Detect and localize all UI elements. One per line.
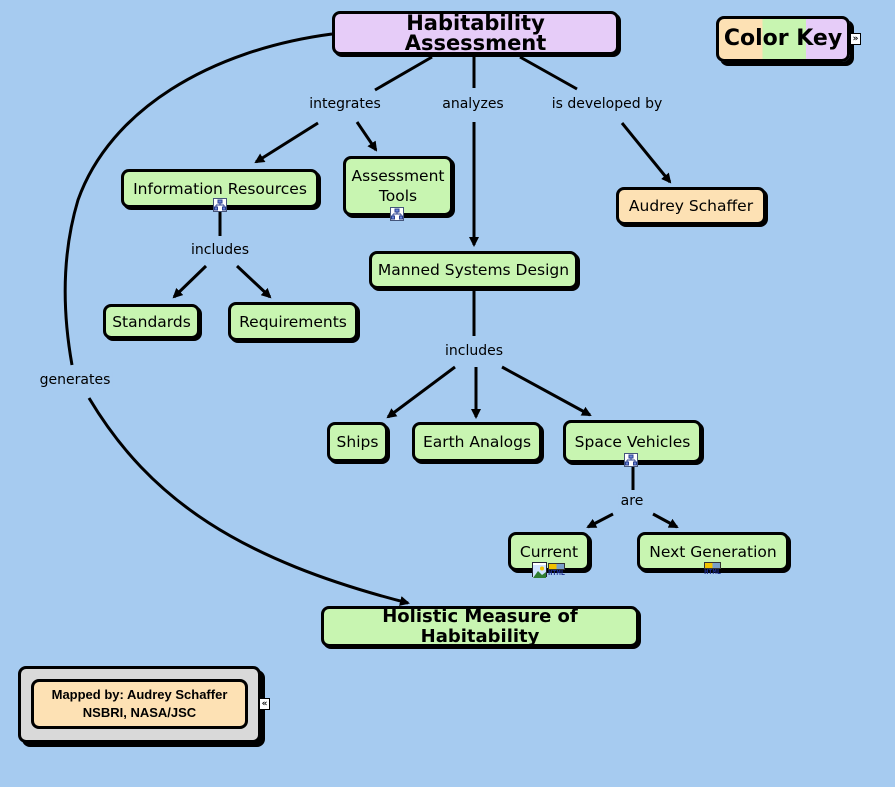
concept-habitability-assessment[interactable]: Habitability Assessment (332, 11, 619, 55)
concept-audrey-schaffer[interactable]: Audrey Schaffer (616, 187, 766, 225)
concept-label: Audrey Schaffer (628, 197, 754, 215)
concept-label: Standards (112, 312, 191, 331)
concept-manned-systems-design[interactable]: Manned Systems Design (369, 251, 578, 289)
submap-resource-icon[interactable] (624, 453, 638, 467)
line-includes-space (501, 365, 592, 417)
line-includes-standards (172, 264, 208, 299)
credit-box: Mapped by: Audrey Schaffer NSBRI, NASA/J… (31, 679, 248, 729)
submap-resource-icon[interactable] (390, 207, 404, 221)
concept-label: Next Generation (649, 542, 777, 561)
concept-label: Ships (336, 433, 379, 451)
concept-earth-analogs[interactable]: Earth Analogs (412, 422, 542, 462)
concept-label: Habitability Assessment (404, 11, 547, 55)
concept-label: Manned Systems Design (377, 261, 570, 279)
line-includes-requirements (235, 264, 272, 299)
concept-label: Requirements (239, 312, 347, 331)
concept-standards[interactable]: Standards (103, 304, 200, 339)
line-are-current (586, 512, 614, 529)
image-resource-icon[interactable] (532, 562, 547, 578)
html-resource-icon[interactable]: HTML (704, 562, 721, 577)
line-integrates-tools (355, 121, 378, 152)
concept-label: Assessment Tools (351, 167, 445, 205)
line-ha-generates (63, 32, 333, 366)
submap-resource-icon[interactable] (213, 198, 227, 212)
line-ha-developed (519, 55, 578, 91)
link-label-integrates[interactable]: integrates (307, 96, 383, 112)
concept-label: Space Vehicles (574, 432, 691, 451)
link-label-generates[interactable]: generates (37, 372, 113, 388)
concept-assessment-tools[interactable]: Assessment Tools (343, 156, 453, 216)
concept-label: Current (519, 542, 579, 561)
link-label-includes[interactable]: includes (442, 343, 506, 359)
collapse-credit-icon[interactable]: « (259, 698, 270, 710)
link-label-analyzes[interactable]: analyzes (440, 96, 506, 112)
concept-label: Earth Analogs (422, 433, 532, 451)
color-key-label: Color Key (723, 26, 843, 51)
line-integrates-info (254, 121, 319, 164)
line-are-next (652, 512, 679, 529)
link-label-are[interactable]: are (618, 493, 646, 509)
line-ha-integrates (374, 55, 433, 92)
color-key-legend[interactable]: Color Key (716, 16, 850, 62)
line-generates-holistic (87, 397, 410, 606)
concept-ships[interactable]: Ships (327, 422, 388, 462)
concept-requirements[interactable]: Requirements (228, 302, 358, 341)
link-label-includes[interactable]: includes (188, 242, 252, 258)
line-includes-ships (386, 365, 456, 419)
concept-label: Holistic Measure of Habitability (382, 605, 578, 647)
expand-legend-icon[interactable]: » (850, 33, 861, 45)
link-label-is-developed-by[interactable]: is developed by (549, 96, 665, 112)
credit-author: Mapped by: Audrey Schaffer (51, 687, 228, 702)
html-resource-icon[interactable]: HTML (548, 563, 565, 578)
credit-affiliation: NSBRI, NASA/JSC (82, 705, 197, 720)
credit-frame[interactable]: Mapped by: Audrey Schaffer NSBRI, NASA/J… (18, 666, 261, 743)
concept-holistic-measure[interactable]: Holistic Measure of Habitability (321, 606, 639, 647)
concept-label: Information Resources (133, 179, 307, 198)
line-developed-audrey (620, 122, 672, 184)
